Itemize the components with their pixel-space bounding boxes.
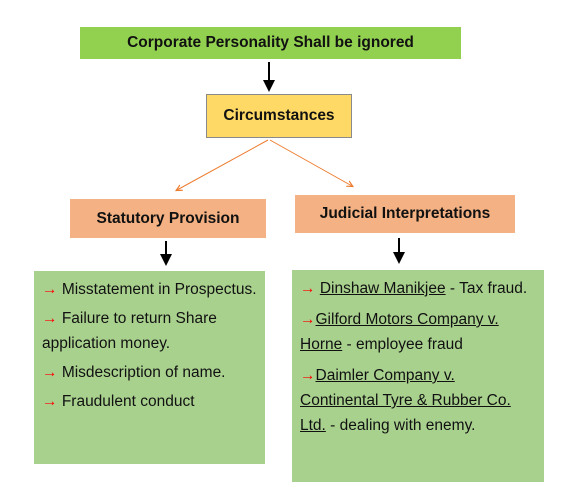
list-item: → Misdescription of name. xyxy=(42,364,226,381)
right-arrow-icon: → xyxy=(300,280,316,297)
statutory-provision-label: Statutory Provision xyxy=(96,209,240,227)
judicial-list: → Dinshaw Manikjee - Tax fraud. →Gilford… xyxy=(292,270,544,482)
circumstances-label: Circumstances xyxy=(223,107,335,124)
judicial-interpretations-label: Judicial Interpretations xyxy=(319,205,491,222)
right-arrow-icon: → xyxy=(300,311,316,328)
statutory-provision-box: Statutory Provision xyxy=(70,199,266,238)
top-heading-box: Corporate Personality Shall be ignored xyxy=(80,27,461,59)
case-name: Dinshaw Manikjee xyxy=(319,280,446,297)
right-arrow-icon: → xyxy=(42,393,58,410)
circumstances-box: Circumstances xyxy=(206,94,352,138)
list-item: → Failure to return Share application mo… xyxy=(42,310,217,352)
list-item: →Daimler Company v. Continental Tyre & R… xyxy=(300,367,511,434)
right-arrow-icon: → xyxy=(42,310,58,327)
top-heading: Corporate Personality Shall be ignored xyxy=(127,34,414,51)
right-arrow-icon: → xyxy=(42,281,58,298)
right-arrow-icon: → xyxy=(42,364,58,381)
list-item: → Fraudulent conduct xyxy=(42,393,195,410)
case-name: Gilford Motors Company v. Horne xyxy=(300,311,499,353)
list-item: → Misstatement in Prospectus. xyxy=(42,281,257,298)
statutory-list: → Misstatement in Prospectus. → Failure … xyxy=(34,271,265,464)
list-item: → Dinshaw Manikjee - Tax fraud. xyxy=(300,280,528,297)
judicial-interpretations-box: Judicial Interpretations xyxy=(295,195,515,233)
arrow-to-judicial xyxy=(269,139,352,186)
case-name: Daimler Company v. Continental Tyre & Ru… xyxy=(300,367,511,434)
right-arrow-icon: → xyxy=(300,367,316,384)
arrow-to-statutory xyxy=(177,139,269,190)
list-item: →Gilford Motors Company v. Horne - emplo… xyxy=(300,311,499,353)
